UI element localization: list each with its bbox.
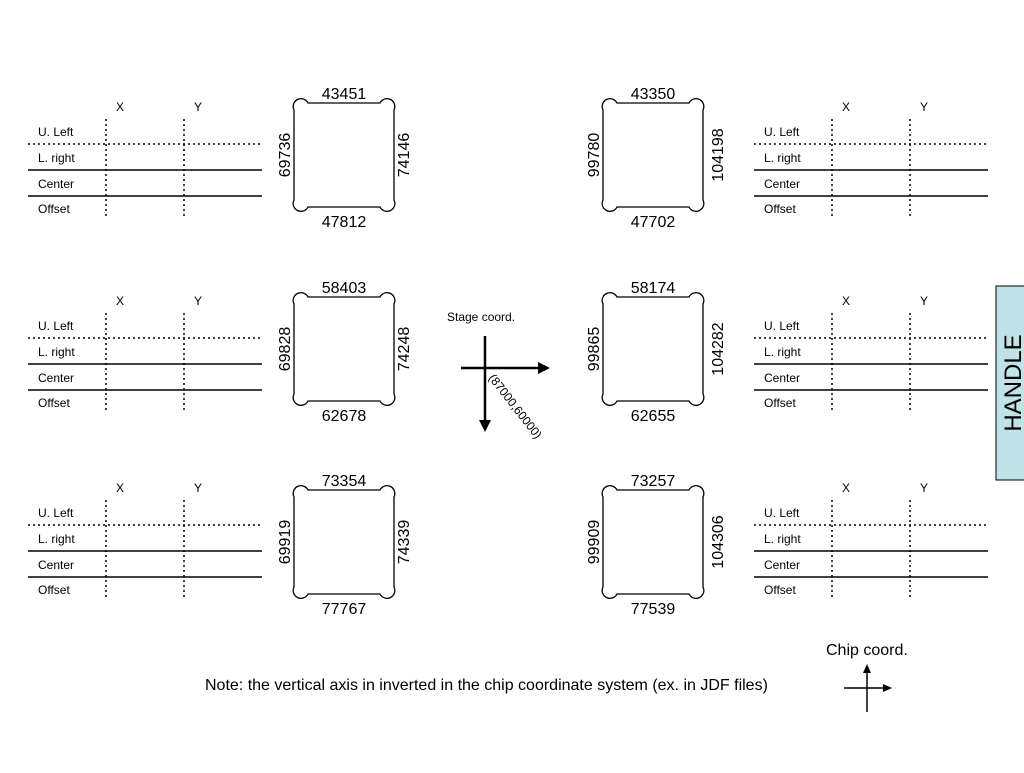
chip-right-value: 104306 [710,515,727,568]
row-upper-left: U. Left [764,319,800,333]
row-center: Center [38,177,74,191]
chip-3: 58403 62678 69828 74248 [277,280,413,425]
chip-outline [601,485,705,599]
chip-left-value: 69736 [277,133,294,178]
chip-x-arrowhead [883,684,892,692]
chip-1: 43451 47812 69736 74146 [277,86,413,231]
row-lower-right: L. right [38,345,75,359]
stage-coord-axes: Stage coord. (87000,60000) [447,310,550,441]
chip-y-arrowhead [863,664,871,673]
chip-outline [292,292,396,406]
row-upper-left: U. Left [38,125,74,139]
row-offset: Offset [38,202,70,216]
row-upper-left: U. Left [764,506,800,520]
chip-top-value: 73354 [322,473,367,490]
row-upper-left: U. Left [38,506,74,520]
chip-top-value: 58403 [322,280,367,297]
row-center: Center [764,558,800,572]
col-y-label: Y [194,294,202,308]
chip-5: 73354 77767 69919 74339 [277,473,413,618]
chip-outline [601,98,705,212]
row-lower-right: L. right [764,151,801,165]
chip-bottom-value: 77767 [322,601,367,618]
chip-bottom-value: 62655 [631,408,676,425]
chip-left-value: 99780 [586,133,603,178]
coord-table-3: X Y U. Left L. right Center Offset [28,294,262,411]
row-offset: Offset [764,583,796,597]
col-x-label: X [842,294,850,308]
chip-right-value: 74146 [396,133,413,178]
row-lower-right: L. right [764,345,801,359]
col-y-label: Y [194,481,202,495]
chip-bottom-value: 47812 [322,214,367,231]
chip-right-value: 74339 [396,520,413,565]
chip-top-value: 73257 [631,473,676,490]
row-center: Center [38,558,74,572]
coord-table-4: X Y U. Left L. right Center Offset [754,294,988,411]
handle-label: HANDLE [1000,334,1024,431]
coord-table-6: X Y U. Left L. right Center Offset [754,481,988,598]
row-lower-right: L. right [38,151,75,165]
col-y-label: Y [920,294,928,308]
chip-bottom-value: 47702 [631,214,676,231]
col-x-label: X [842,100,850,114]
chip-2: 43350 47702 99780 104198 [586,86,727,231]
chip-bottom-value: 62678 [322,408,367,425]
row-center: Center [38,371,74,385]
row-lower-right: L. right [38,532,75,546]
col-y-label: Y [920,481,928,495]
col-x-label: X [116,294,124,308]
stage-center-coord: (87000,60000) [486,371,545,441]
row-lower-right: L. right [764,532,801,546]
chip-4: 58174 62655 99865 104282 [586,280,727,425]
coord-table-2: X Y U. Left L. right Center Offset [754,100,988,217]
inverted-axis-note: Note: the vertical axis in inverted in t… [205,677,768,694]
chip-top-value: 58174 [631,280,676,297]
col-x-label: X [116,100,124,114]
row-offset: Offset [38,396,70,410]
chip-outline [292,485,396,599]
chip-right-value: 74248 [396,327,413,372]
col-x-label: X [116,481,124,495]
row-upper-left: U. Left [38,319,74,333]
chip-bottom-value: 77539 [631,601,676,618]
chip-left-value: 69919 [277,520,294,565]
chip-right-value: 104282 [710,322,727,375]
handle-box [995,285,1024,481]
chip-outline [601,292,705,406]
chip-right-value: 104198 [710,128,727,181]
chip-6: 73257 77539 99909 104306 [586,473,727,618]
chip-left-value: 99865 [586,327,603,372]
chip-coord-label: Chip coord. [826,642,908,659]
row-offset: Offset [764,202,796,216]
row-upper-left: U. Left [764,125,800,139]
chip-coord-axes: Chip coord. [826,642,908,712]
stage-x-arrowhead [538,362,550,374]
chip-left-value: 99909 [586,520,603,565]
coord-table-1: X Y U. Left L. right Center Offset [28,100,262,217]
row-offset: Offset [764,396,796,410]
chip-outline [292,98,396,212]
chip-left-value: 69828 [277,327,294,372]
row-offset: Offset [38,583,70,597]
row-center: Center [764,371,800,385]
col-y-label: Y [194,100,202,114]
chip-top-value: 43350 [631,86,676,103]
stage-y-arrowhead [479,420,491,432]
col-x-label: X [842,481,850,495]
row-center: Center [764,177,800,191]
chip-top-value: 43451 [322,86,367,103]
stage-coord-label: Stage coord. [447,310,515,324]
coord-table-5: X Y U. Left L. right Center Offset [28,481,262,598]
col-y-label: Y [920,100,928,114]
handle-tab: HANDLE [995,285,1024,481]
